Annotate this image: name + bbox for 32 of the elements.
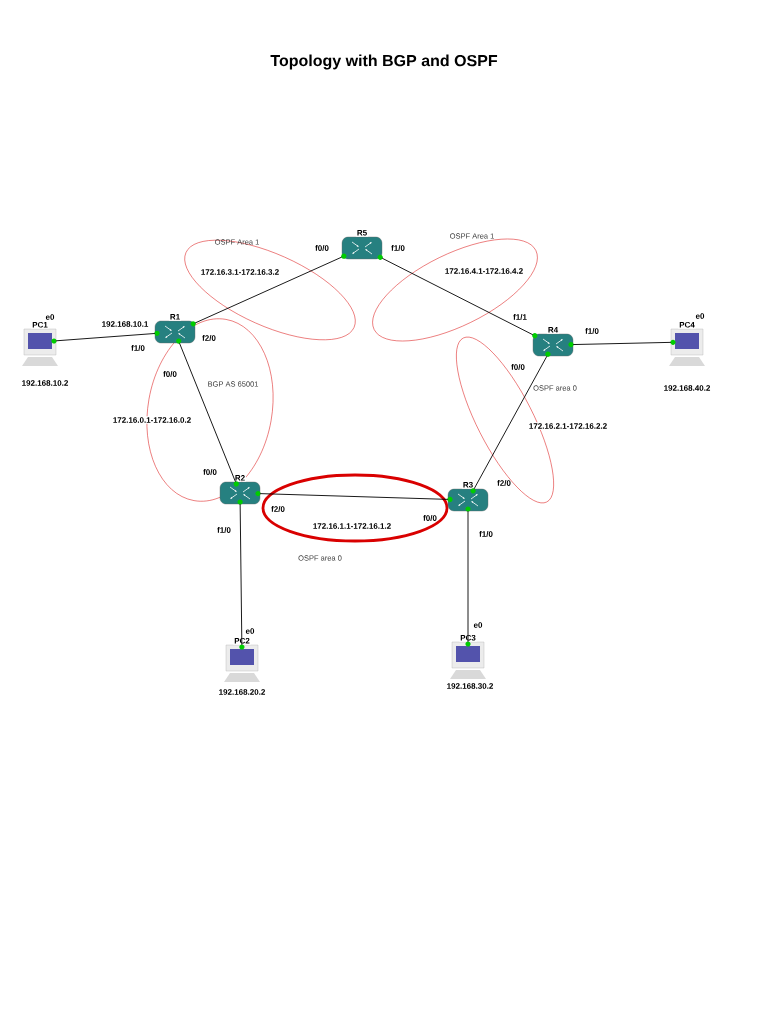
link-line [473,355,548,490]
link-line [572,341,672,345]
interface-label: e0 [695,313,705,319]
interface-label: e0 [245,628,255,634]
ip-address: 192.168.30.2 [447,683,494,689]
edge-label: 172.16.2.1-172.16.2.2 [527,422,609,430]
ip-address: 192.168.20.2 [219,689,266,695]
link-line [194,256,343,324]
edge-label: 172.16.4.1-172.16.4.2 [443,267,525,275]
link-line [179,342,236,483]
link-line [239,503,243,646]
interface-label: f1/0 [391,245,405,251]
edge-label: 172.16.0.1-172.16.0.2 [111,416,193,424]
interface-label: e0 [45,314,55,320]
link-line [381,257,534,336]
interface-label: f0/0 [511,364,525,370]
interface-label: e0 [473,622,483,628]
link-line [259,493,449,500]
title: Topology with BGP and OSPF [270,54,498,70]
edge-label: 172.16.1.1-172.16.1.2 [311,522,393,530]
link-line [467,510,469,643]
interface-label: f1/0 [585,328,599,334]
link-line [55,333,156,342]
edge-label: 172.16.3.1-172.16.3.2 [199,268,281,276]
ip-address: 192.168.10.2 [22,380,69,386]
edge-label: 192.168.10.1 [100,320,150,328]
interface-label: f2/0 [271,506,285,512]
interface-label: f1/0 [217,527,231,533]
ip-address: 192.168.40.2 [664,385,711,391]
interface-label: f0/0 [163,371,177,377]
interface-label: f1/0 [479,531,493,537]
interface-label: f0/0 [423,515,437,521]
